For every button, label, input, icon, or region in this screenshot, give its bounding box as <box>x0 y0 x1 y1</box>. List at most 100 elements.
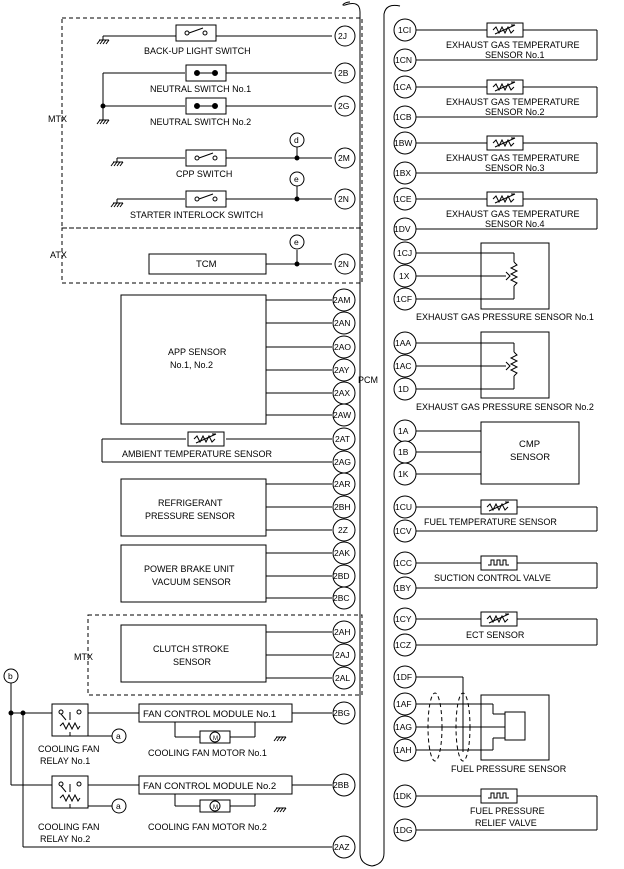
brake-label-1: POWER BRAKE UNIT <box>144 564 235 574</box>
egt-1-label-2: SENSOR No.1 <box>485 50 545 60</box>
pin-2BB <box>332 773 356 797</box>
relay-2-label-1: COOLING FAN <box>38 822 100 832</box>
junction-b-label: b <box>8 671 13 681</box>
suction-label: SUCTION CONTROL VALVE <box>434 573 551 583</box>
ambient-label: AMBIENT TEMPERATURE SENSOR <box>122 449 273 459</box>
fan-motor-2 <box>174 794 287 813</box>
pin-2AL-label: 2AL <box>335 673 350 683</box>
pin-2BG <box>332 701 356 725</box>
suction-control-valve <box>416 555 598 589</box>
pin-1DF <box>393 665 417 689</box>
pcm-connector <box>342 1 401 867</box>
ect-label: ECT SENSOR <box>466 630 525 640</box>
egt-3-label-1: EXHAUST GAS TEMPERATURE <box>446 153 580 163</box>
fuel-pressure-wires <box>416 676 505 752</box>
pin-1DG <box>393 818 417 842</box>
fuel-temp-sensor <box>416 499 598 532</box>
pin-2BC-label: 2BC <box>333 593 350 603</box>
clutch-box <box>120 624 267 683</box>
atx-group-box <box>61 227 363 284</box>
pin-2AJ-label: 2AJ <box>335 650 350 660</box>
pin-1DV-label: 1DV <box>394 224 411 234</box>
pin-1CN-label: 1CN <box>395 55 412 65</box>
starter-interlock-switch <box>110 186 332 208</box>
pin-2AK-label: 2AK <box>334 548 350 558</box>
pin-2AH <box>332 620 356 644</box>
clutch-label-2: SENSOR <box>173 657 212 667</box>
cmp-label-1: CMP <box>519 439 540 450</box>
relay-1-label-1: COOLING FAN <box>38 744 100 754</box>
pin-1CY-label: 1CY <box>395 614 412 624</box>
pin-1CU <box>393 495 417 519</box>
egt-2-label-2: SENSOR No.2 <box>485 107 545 117</box>
pin-1AC-label: 1AC <box>395 361 412 371</box>
pin-2BC <box>332 586 356 610</box>
pin-1X <box>393 264 417 288</box>
pin-2AK <box>332 541 356 565</box>
app-sensor-box <box>120 294 267 425</box>
pin-1AH <box>393 738 417 762</box>
pin-2B-label: 2B <box>338 68 349 78</box>
pin-1CB <box>393 105 417 129</box>
pin-1K <box>393 462 417 486</box>
pin-1DG-label: 1DG <box>395 825 412 835</box>
pin-1K-label: 1K <box>398 469 409 479</box>
app-sensor-wires <box>266 299 332 416</box>
refrigerant-label-2: PRESSURE SENSOR <box>145 511 236 521</box>
pin-1DV <box>393 217 417 241</box>
junction-d-label: d <box>294 135 299 145</box>
pin-1AC <box>393 354 417 378</box>
junction-a-2-label: a <box>116 801 121 811</box>
mtx-clutch-group-label: MTX <box>74 652 93 662</box>
starter-interlock-label: STARTER INTERLOCK SWITCH <box>130 210 263 220</box>
pin-1AF <box>393 692 417 716</box>
pin-2AH-label: 2AH <box>334 627 351 637</box>
pin-2Z <box>332 518 356 542</box>
egp-2-box <box>480 331 550 399</box>
backup-light-switch-label: BACK-UP LIGHT SWITCH <box>144 46 251 56</box>
pin-1CI <box>393 18 417 42</box>
pin-1CN <box>393 48 417 72</box>
pin-1CC-label: 1CC <box>395 558 412 568</box>
pin-2AT-label: 2AT <box>335 434 350 444</box>
pin-1AF-label: 1AF <box>396 699 412 709</box>
pin-2AM-label: 2AM <box>333 295 350 305</box>
fuel-temp-label: FUEL TEMPERATURE SENSOR <box>424 517 557 527</box>
pin-2AR <box>332 472 356 496</box>
pin-2AY-label: 2AY <box>334 365 350 375</box>
pin-2AZ-label: 2AZ <box>334 842 350 852</box>
pin-1D-label: 1D <box>398 384 409 394</box>
app-sensor-label-2: No.1, No.2 <box>170 360 213 370</box>
cmp-box <box>480 421 580 485</box>
pin-1DK-label: 1DK <box>395 791 412 801</box>
refrigerant-label-1: REFRIGERANT <box>158 498 223 508</box>
pin-2N-a <box>334 188 356 210</box>
fuel-pressure-label: FUEL PRESSURE SENSOR <box>451 764 567 774</box>
relay-2 <box>51 775 89 809</box>
tcm-label: TCM <box>196 259 217 270</box>
mtx-group-label: MTX <box>48 114 67 124</box>
cpp-switch <box>110 147 332 167</box>
fan-b-wires <box>8 683 332 848</box>
pin-1CA <box>393 75 417 99</box>
egp-1-wires <box>416 252 519 300</box>
junction-e-2-label: e <box>294 237 299 247</box>
ect-sensor <box>416 611 598 646</box>
junction-d <box>289 132 305 148</box>
neutral-switch-1-label: NEUTRAL SWITCH No.1 <box>150 84 251 94</box>
pin-2AL <box>332 666 356 690</box>
fan-motor-1-label: COOLING FAN MOTOR No.1 <box>148 748 267 758</box>
relief-label-1: FUEL PRESSURE <box>470 806 545 816</box>
fan-motor-2-symbol: M <box>213 805 218 811</box>
ambient-temp-sensor <box>101 431 332 463</box>
pin-2G <box>334 95 356 117</box>
pin-2AR-label: 2AR <box>334 479 351 489</box>
shield-loop-2 <box>455 692 471 762</box>
egt-4-label-1: EXHAUST GAS TEMPERATURE <box>446 209 580 219</box>
pin-2AN <box>332 311 356 335</box>
brake-box <box>120 544 267 603</box>
pin-1AG <box>393 715 417 739</box>
egt-1-label-1: EXHAUST GAS TEMPERATURE <box>446 40 580 50</box>
pin-2BH-label: 2BH <box>334 502 351 512</box>
pin-1CA-label: 1CA <box>395 82 412 92</box>
